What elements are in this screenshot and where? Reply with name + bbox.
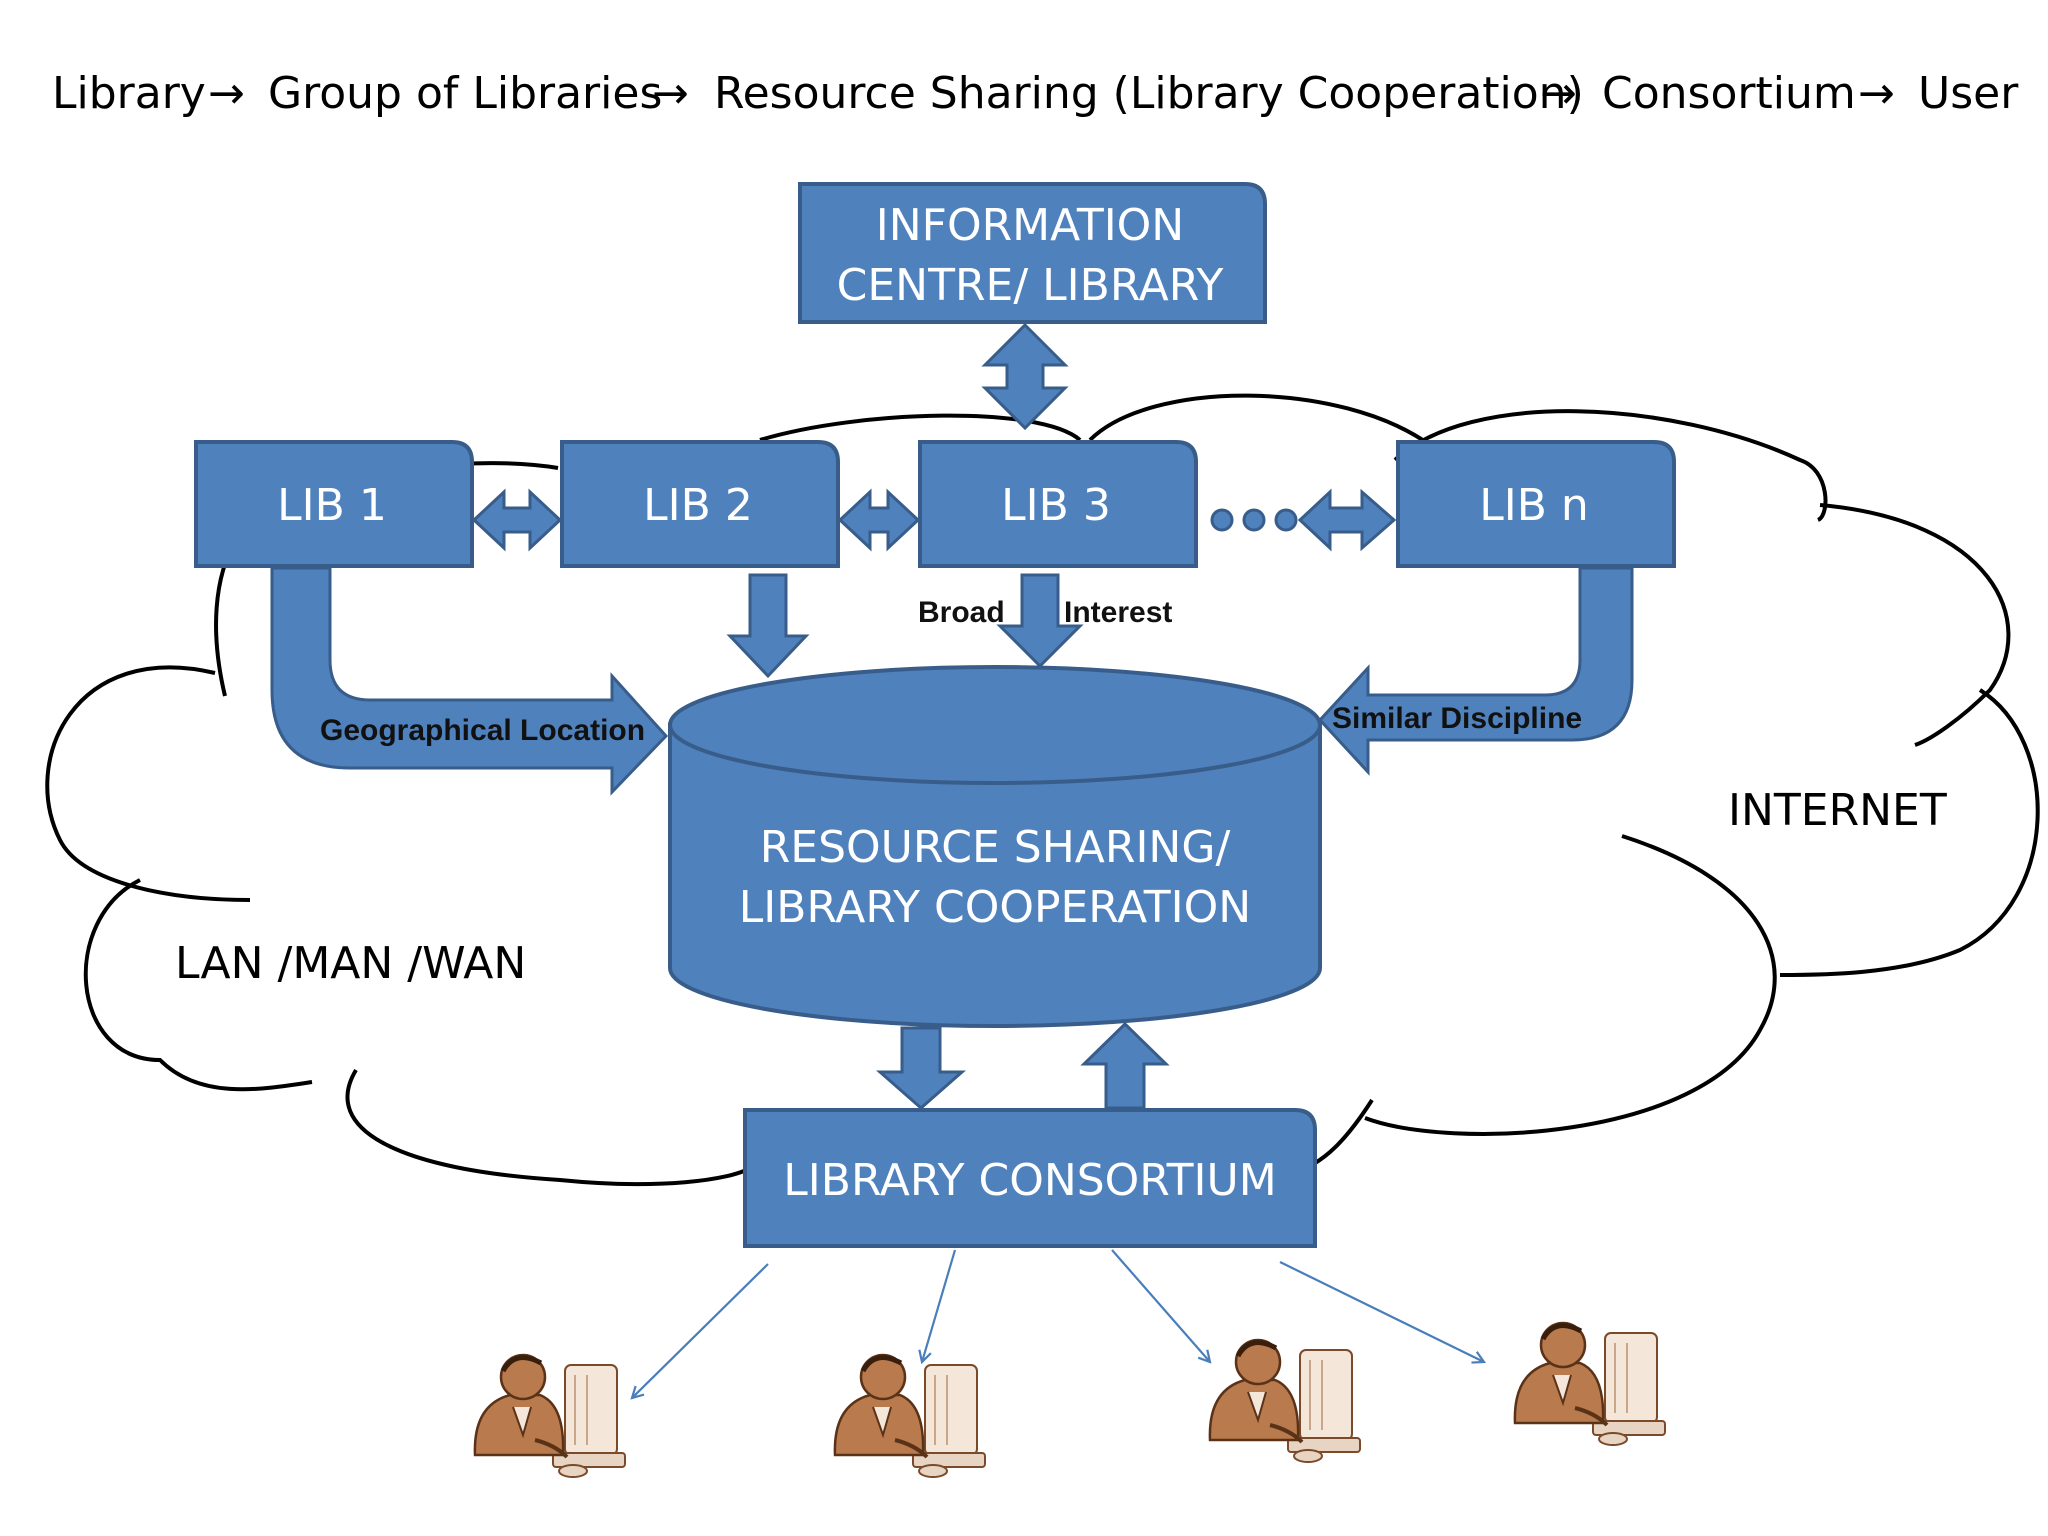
lib2-box: LIB 2 xyxy=(560,440,840,568)
label-broad: Broad xyxy=(918,596,1005,629)
flow-arrow-1: → xyxy=(208,68,245,119)
user-computer-icon xyxy=(833,1353,986,1478)
lib3-label: LIB 3 xyxy=(1001,480,1111,531)
info-centre-line-2: CENTRE/ LIBRARY xyxy=(837,260,1224,311)
cloud-arc-top-right xyxy=(1088,393,1432,447)
user-computer-icon xyxy=(473,1353,626,1478)
arrow-to-user-2 xyxy=(922,1249,957,1362)
label-lan-man-wan: LAN /MAN /WAN xyxy=(175,938,526,989)
user-computer-icon xyxy=(1513,1321,1666,1446)
users xyxy=(473,1321,1666,1478)
arrow-lib1-lib2 xyxy=(471,488,563,552)
label-similar-discipline: Similar Discipline xyxy=(1332,702,1582,735)
resource-sharing-cylinder: RESOURCE SHARING/ LIBRARY COOPERATION xyxy=(668,665,1322,1028)
library-consortium-label: LIBRARY CONSORTIUM xyxy=(783,1155,1276,1206)
arrow-to-user-3 xyxy=(1111,1249,1210,1362)
cloud-arc-bottom-right-tail xyxy=(1310,1098,1374,1167)
ellipsis-dots xyxy=(1210,508,1298,532)
arrow-lib2-cylinder xyxy=(726,573,810,679)
library-consortium-box: LIBRARY CONSORTIUM xyxy=(743,1108,1317,1248)
cloud-arc-bottom-right xyxy=(1364,834,1777,1136)
arrow-to-user-1 xyxy=(632,1263,769,1398)
flow-step-consortium: Consortium xyxy=(1602,68,1856,119)
cloud-arc-top-far-right xyxy=(1393,409,1828,522)
arrow-consortium-to-cylinder xyxy=(1080,1021,1170,1110)
header-flow: Library → Group of Libraries → Resource … xyxy=(52,68,2019,119)
flow-step-user: User xyxy=(1918,68,2019,119)
label-interest: Interest xyxy=(1064,596,1172,629)
resource-sharing-line-2: LIBRARY COOPERATION xyxy=(739,882,1251,933)
flow-step-library: Library xyxy=(52,68,206,119)
flow-step-group: Group of Libraries xyxy=(268,68,662,119)
libn-label: LIB n xyxy=(1479,480,1589,531)
user-arrows xyxy=(632,1249,1484,1398)
network-cloud xyxy=(45,393,2040,1187)
label-geographical-location: Geographical Location xyxy=(320,714,645,747)
flow-arrow-4: → xyxy=(1858,68,1895,119)
info-centre-line-1: INFORMATION xyxy=(876,200,1184,251)
flow-arrow-3: → xyxy=(1540,68,1577,119)
flow-step-resource-sharing: Resource Sharing (Library Cooperation) xyxy=(714,68,1584,119)
lib1-label: LIB 1 xyxy=(277,480,387,531)
arrow-lib3-cylinder xyxy=(996,573,1084,669)
arrow-lib2-lib3 xyxy=(837,488,921,552)
libn-box: LIB n xyxy=(1396,440,1676,568)
arrow-dots-libn xyxy=(1297,488,1397,552)
lib3-box: LIB 3 xyxy=(918,440,1198,568)
cloud-arc-left-bottom xyxy=(83,878,313,1092)
arrow-cylinder-to-consortium xyxy=(876,1026,966,1110)
info-centre-box: INFORMATION CENTRE/ LIBRARY xyxy=(798,182,1267,324)
cloud-arc-left xyxy=(45,665,251,902)
cloud-arc-right-lower xyxy=(1779,688,2040,977)
arrow-info-lib3 xyxy=(981,322,1069,431)
cloud-arc-top-middle xyxy=(759,413,1082,442)
lib2-label: LIB 2 xyxy=(643,480,753,531)
resource-sharing-line-1: RESOURCE SHARING/ xyxy=(760,822,1231,873)
user-computer-icon xyxy=(1208,1338,1361,1463)
cloud-arc-bottom-left xyxy=(345,1068,752,1187)
cloud-arc-right-upper xyxy=(1819,503,2011,747)
arrow-similar-discipline xyxy=(1317,566,1634,776)
arrow-geographical-location xyxy=(270,566,669,796)
flow-arrow-2: → xyxy=(652,68,689,119)
lib1-box: LIB 1 xyxy=(194,440,474,568)
label-internet: INTERNET xyxy=(1728,785,1947,836)
arrow-to-user-4 xyxy=(1279,1261,1484,1362)
